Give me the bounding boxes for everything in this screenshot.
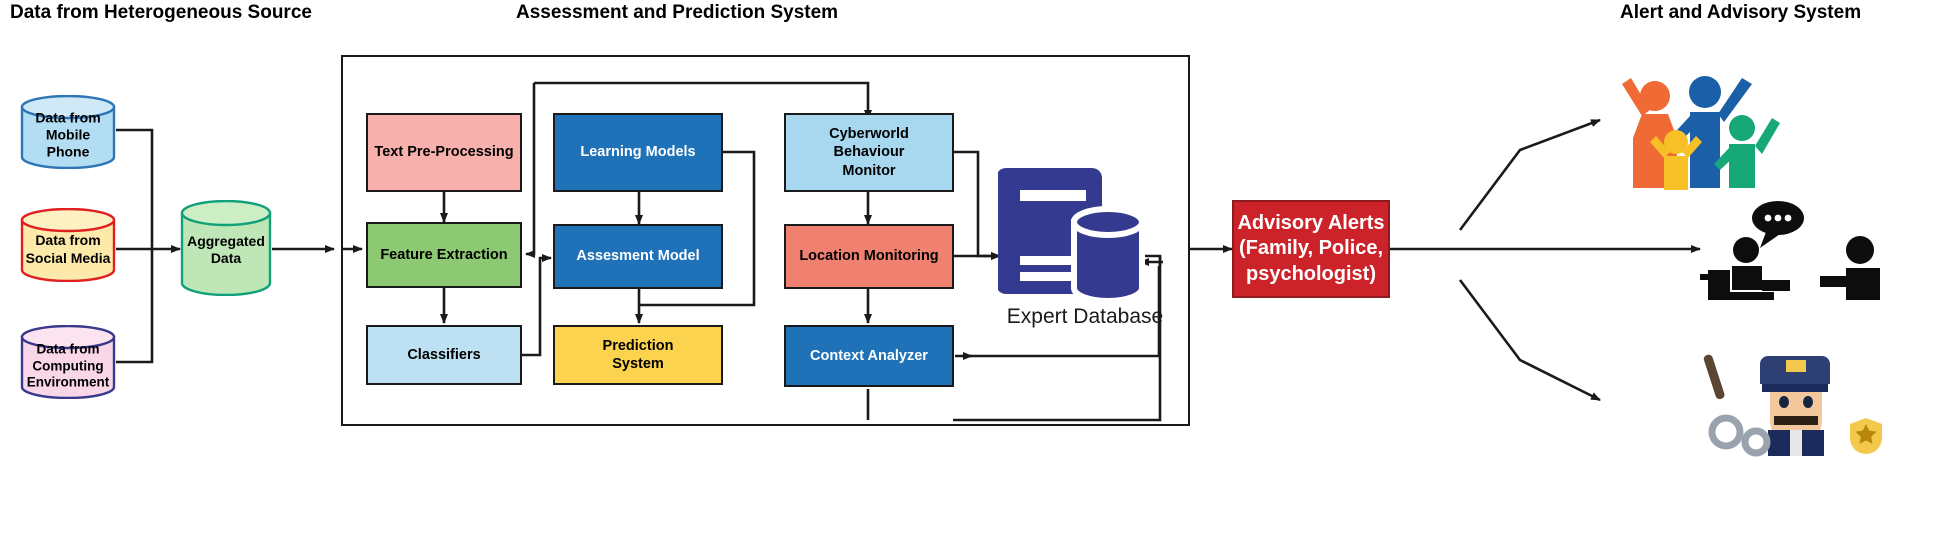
section-title-system: Assessment and Prediction System: [516, 2, 839, 23]
cylinder-social-media: Data from Social Media: [20, 207, 116, 283]
cylinder-label-aggregated-data: Aggregated Data: [187, 232, 265, 266]
police-illustration: [1690, 338, 1900, 458]
counselling-illustration: [1700, 196, 1915, 306]
block-learning-models[interactable]: Learning Models: [553, 113, 723, 192]
cylinder-label-social-media: Data from Social Media: [25, 232, 111, 266]
advisory-alerts-box[interactable]: Advisory Alerts (Family, Police, psychol…: [1232, 200, 1390, 298]
cylinder-computing-environment: Data from Computing Environment: [20, 324, 116, 400]
cylinder-mobile-phone: Data from Mobile Phone: [20, 94, 116, 170]
family-illustration: [1600, 70, 1790, 190]
block-location-monitoring[interactable]: Location Monitoring: [784, 224, 954, 289]
block-text-pre-processing[interactable]: Text Pre-Processing: [366, 113, 522, 192]
section-title-alert: Alert and Advisory System: [1620, 2, 1862, 23]
block-prediction-system[interactable]: Prediction System: [553, 325, 723, 385]
cylinder-label-computing-environment: Data from Computing Environment: [26, 341, 110, 390]
cylinder-aggregated-data: Aggregated Data: [180, 199, 272, 297]
expert-database-label: Expert Database: [1006, 305, 1164, 328]
block-context-analyzer[interactable]: Context Analyzer: [784, 325, 954, 387]
block-feature-extraction[interactable]: Feature Extraction: [366, 222, 522, 288]
section-title-source: Data from Heterogeneous Source: [10, 2, 312, 23]
cylinder-label-mobile-phone: Data from Mobile Phone: [35, 109, 101, 160]
block-cyberworld-behaviour-monitor[interactable]: Cyberworld Behaviour Monitor: [784, 113, 954, 192]
block-assesment-model[interactable]: Assesment Model: [553, 224, 723, 289]
block-classifiers[interactable]: Classifiers: [366, 325, 522, 385]
expert-database-icon: [996, 160, 1168, 305]
assessment-prediction-system-box: [341, 55, 1190, 426]
